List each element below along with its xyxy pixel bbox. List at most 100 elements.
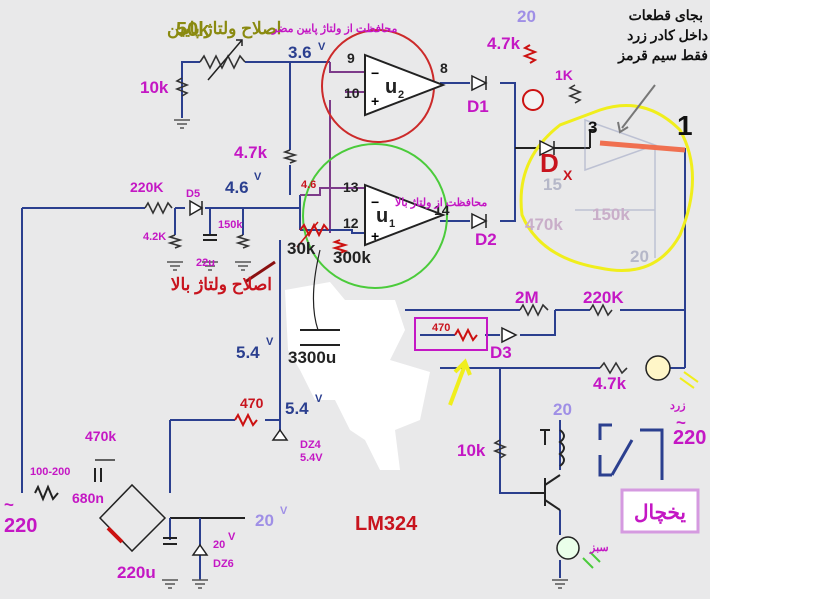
u2-opamp: − + — [364, 53, 446, 117]
v46-small-label: 4.6 — [301, 179, 316, 191]
ac220-left-tilde: ~ — [4, 495, 14, 514]
lm324-label: LM324 — [355, 513, 418, 535]
r470-highlight-box — [414, 317, 488, 351]
led-yellow-label: زرد — [670, 400, 686, 412]
v20-top-label: 20 — [517, 7, 536, 26]
low-adjust-label: اصلاح ولتاژ پایین — [167, 19, 281, 39]
wire-net — [21, 61, 686, 580]
pot-arrow — [207, 39, 243, 81]
v36-unit: V — [318, 41, 326, 53]
fridge-label: یخچال — [634, 502, 686, 524]
c22u-label: 22u — [196, 257, 215, 269]
d3-label: D3 — [490, 343, 512, 362]
note-line-2: داخل کادر زرد — [627, 27, 708, 44]
fridge-box — [620, 488, 700, 534]
v46-unit: V — [254, 171, 262, 183]
ghost-opamp — [575, 118, 658, 258]
v54-b-label: 5.4 — [285, 399, 309, 418]
yellow-led-icon — [645, 355, 671, 381]
r150k-label: 150k — [218, 219, 243, 231]
bridge-rectifier — [98, 483, 167, 553]
r10k-bot-label: 10k — [457, 441, 486, 460]
diodes — [189, 74, 556, 556]
pin14-label: 14 — [434, 202, 450, 218]
r470-box-label: 470 — [432, 322, 450, 334]
note-arrow — [621, 84, 656, 129]
ghost-15: 15 — [543, 175, 562, 194]
d5-label: D5 — [186, 188, 200, 200]
pin3-label: 3 — [588, 118, 597, 137]
ghost-150k: 150k — [592, 205, 630, 224]
node-1-label: 1 — [677, 110, 693, 141]
relay — [540, 429, 565, 467]
r100-200-label: 100-200 — [30, 466, 70, 478]
resistors — [34, 44, 628, 502]
v54-a-label: 5.4 — [236, 343, 260, 362]
replace-region-ring — [519, 104, 694, 272]
u1-highlight-ring — [302, 143, 448, 289]
v54-a-unit: V — [266, 336, 274, 348]
pot-50k-label: 50k — [176, 19, 210, 41]
c3300u-label: 3300u — [288, 348, 336, 367]
v20-out-unit: V — [280, 505, 288, 517]
r10k-top-label: 10k — [140, 78, 169, 97]
dz4-label: DZ4 — [300, 439, 322, 451]
high-adjust-label: اصلاح ولتاژ بالا — [171, 275, 272, 295]
v20-out-label: 20 — [255, 511, 274, 530]
pin12-label: 12 — [343, 215, 359, 231]
note-line-1: بجای قطعات — [629, 7, 703, 23]
r300k-label: 300k — [333, 248, 371, 267]
u1-opamp: − + — [364, 183, 446, 247]
u2-label: u — [385, 76, 397, 98]
ac220-right-label: 220 — [673, 427, 706, 449]
r470k-bot-label: 470k — [85, 428, 116, 444]
r30k-label: 30k — [287, 239, 316, 258]
ac220-left-label: 220 — [4, 515, 37, 537]
r47k-led-label: 4.7k — [593, 374, 627, 393]
v20-mid-label: 20 — [553, 400, 572, 419]
replacement-red-wire — [599, 140, 686, 153]
yellow-arrow — [448, 364, 467, 406]
ac220-right-tilde: ~ — [676, 413, 686, 432]
dx-sub: X — [563, 167, 573, 183]
capacitors — [94, 234, 217, 545]
r470-mid-label: 470 — [240, 395, 264, 411]
pin10-label: 10 — [344, 85, 360, 101]
u2-sub: 2 — [398, 89, 404, 101]
low-protect-label: محافظت از ولتاژ پایین مضر — [271, 23, 397, 35]
dx-label: D — [540, 148, 559, 178]
u1-sub: 1 — [389, 218, 395, 230]
svg-text:−: − — [371, 65, 379, 81]
ghost-20: 20 — [630, 247, 649, 266]
r220k-right-label: 220K — [583, 288, 624, 307]
led-green-label: سبز — [589, 542, 609, 554]
dz6-label: DZ6 — [213, 558, 234, 570]
svg-text:+: + — [371, 228, 379, 244]
v20-dz6-unit: V — [228, 531, 236, 543]
dz4-v-label: 5.4V — [300, 452, 323, 464]
pin8-label: 8 — [440, 60, 448, 76]
high-protect-label: محافظت از ولتاژ بالا — [395, 197, 487, 209]
r2m-label: 2M — [515, 288, 539, 307]
c680n-label: 680n — [72, 490, 104, 506]
svg-text:+: + — [371, 93, 379, 109]
r1k-label: 1K — [555, 67, 573, 83]
note-line-3: فقط سیم قرمز — [617, 47, 708, 64]
green-led-icon — [556, 536, 580, 560]
v46-label: 4.6 — [225, 178, 249, 197]
r47k-mid-label: 4.7k — [234, 143, 268, 162]
pin9-label: 9 — [347, 50, 355, 66]
v36-label: 3.6 — [288, 43, 312, 62]
transistor — [530, 474, 561, 511]
ground-symbols — [162, 119, 568, 589]
ghost-470k: 470k — [525, 215, 563, 234]
r42k-label: 4.2K — [143, 231, 166, 243]
d2-label: D2 — [475, 230, 497, 249]
r220k-left-label: 220K — [130, 179, 163, 195]
svg-text:−: − — [371, 194, 379, 210]
r47k-top-label: 4.7k — [487, 34, 521, 53]
v54-b-unit: V — [315, 393, 323, 405]
schematic-canvas: − + − + — [0, 0, 710, 599]
v20-dz6-label: 20 — [213, 539, 225, 551]
c220u-label: 220u — [117, 563, 156, 582]
